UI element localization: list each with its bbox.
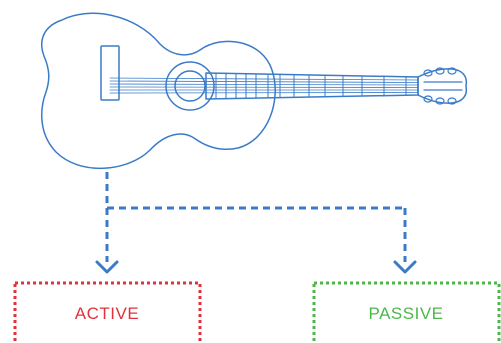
arrowhead-down-left-icon [95,260,119,274]
guitar-headstock [417,68,468,104]
active-box-border [13,281,202,343]
passive-label: PASSIVE [369,304,444,323]
guitar-body [41,12,276,170]
guitar-soundhole-outer [165,61,215,111]
active-label: ACTIVE [75,304,139,323]
connector-lines [105,172,407,262]
guitar-neck [205,72,419,100]
active-box: ACTIVE [13,281,202,343]
guitar-strings [109,77,419,94]
connector-arrowheads [95,260,417,274]
passive-box-border [312,281,501,343]
guitar-icon [41,12,468,170]
arrowhead-down-right-icon [393,260,417,274]
passive-box: PASSIVE [312,281,501,343]
guitar-bridge [100,45,120,101]
guitar-tuning-pegs [423,67,463,105]
guitar-soundhole-inner [174,70,206,102]
